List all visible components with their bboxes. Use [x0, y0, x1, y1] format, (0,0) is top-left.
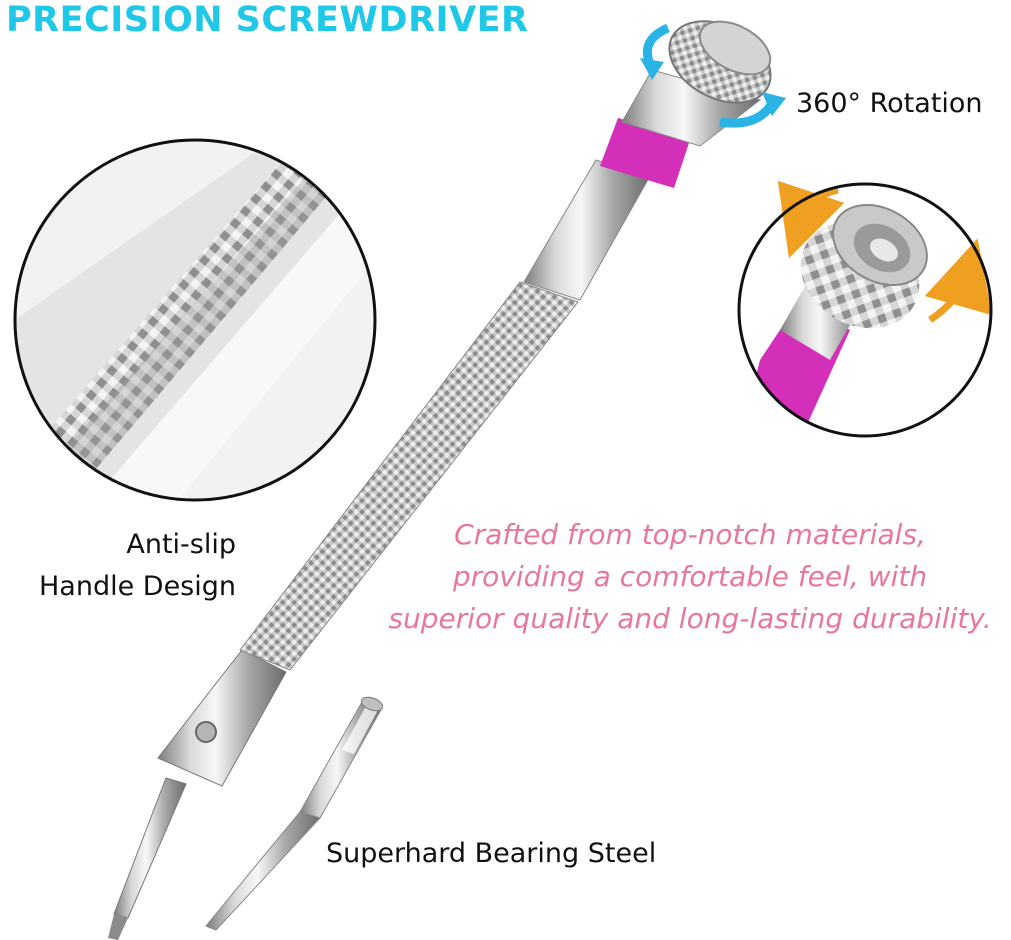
description-line1: Crafted from top-notch materials,: [454, 518, 926, 551]
material-description: Crafted from top-notch materials, provid…: [372, 514, 1008, 640]
steel-label: Superhard Bearing Steel: [326, 838, 657, 869]
rotation-label: 360° Rotation: [796, 88, 983, 119]
handle-detail-circle: [13, 138, 377, 502]
anti-slip-label: Anti-slip Handle Design: [14, 524, 236, 608]
spare-bit: [205, 696, 384, 931]
product-title: PRECISION SCREWDRIVER: [6, 0, 529, 40]
description-line2: providing a comfortable feel, with: [452, 560, 928, 593]
cap-detail-circle: [737, 180, 993, 438]
anti-slip-line1: Anti-slip: [126, 529, 236, 560]
description-line3: superior quality and long-lasting durabi…: [388, 602, 992, 635]
anti-slip-line2: Handle Design: [38, 571, 236, 602]
screwdriver-main: [108, 20, 786, 940]
